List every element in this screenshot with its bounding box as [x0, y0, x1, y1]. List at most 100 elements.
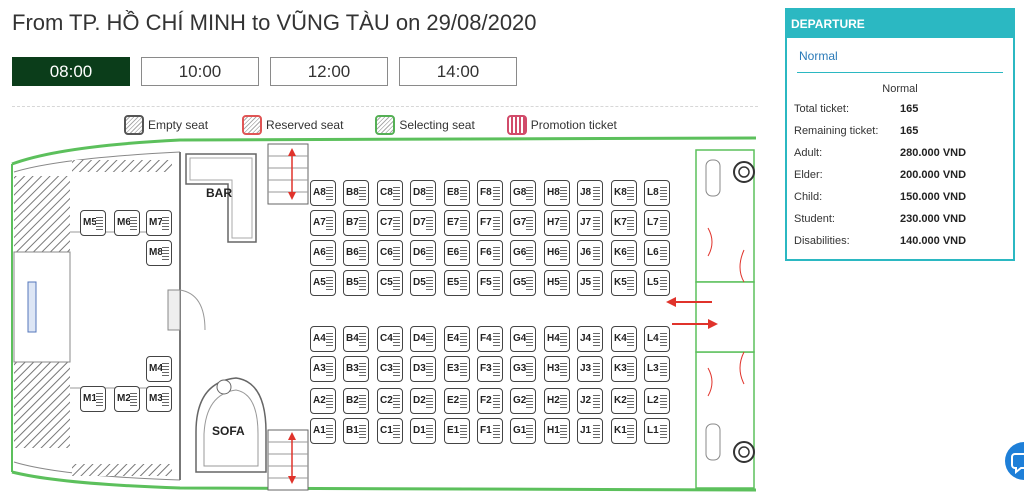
seat-m5[interactable]: M5: [80, 210, 106, 236]
seat-m8[interactable]: M8: [146, 240, 172, 266]
seat-g5[interactable]: G5: [510, 270, 536, 296]
seat-f1[interactable]: F1: [477, 418, 503, 444]
seat-e3[interactable]: E3: [444, 356, 470, 382]
seat-b4[interactable]: B4: [343, 326, 369, 352]
seat-j3[interactable]: J3: [577, 356, 603, 382]
seat-d6[interactable]: D6: [410, 240, 436, 266]
seat-h6[interactable]: H6: [544, 240, 570, 266]
seat-l7[interactable]: L7: [644, 210, 670, 236]
seat-d8[interactable]: D8: [410, 180, 436, 206]
seat-l2[interactable]: L2: [644, 388, 670, 414]
seat-h4[interactable]: H4: [544, 326, 570, 352]
seat-c2[interactable]: C2: [377, 388, 403, 414]
seat-d5[interactable]: D5: [410, 270, 436, 296]
seat-h8[interactable]: H8: [544, 180, 570, 206]
seat-c6[interactable]: C6: [377, 240, 403, 266]
seat-a8[interactable]: A8: [310, 180, 336, 206]
seat-f7[interactable]: F7: [477, 210, 503, 236]
seat-a1[interactable]: A1: [310, 418, 336, 444]
seat-k6[interactable]: K6: [611, 240, 637, 266]
seat-a6[interactable]: A6: [310, 240, 336, 266]
seat-k8[interactable]: K8: [611, 180, 637, 206]
seat-e6[interactable]: E6: [444, 240, 470, 266]
seat-j2[interactable]: J2: [577, 388, 603, 414]
seat-g4[interactable]: G4: [510, 326, 536, 352]
seat-m7[interactable]: M7: [146, 210, 172, 236]
seat-c7[interactable]: C7: [377, 210, 403, 236]
seat-g2[interactable]: G2: [510, 388, 536, 414]
seat-d3[interactable]: D3: [410, 356, 436, 382]
seat-e4[interactable]: E4: [444, 326, 470, 352]
seat-l5[interactable]: L5: [644, 270, 670, 296]
tab-normal[interactable]: Normal: [799, 49, 838, 63]
seat-g1[interactable]: G1: [510, 418, 536, 444]
seat-b5[interactable]: B5: [343, 270, 369, 296]
seat-h1[interactable]: H1: [544, 418, 570, 444]
seat-c8[interactable]: C8: [377, 180, 403, 206]
seat-d7[interactable]: D7: [410, 210, 436, 236]
time-tab-1400[interactable]: 14:00: [399, 57, 517, 86]
seat-j7[interactable]: J7: [577, 210, 603, 236]
seat-m1[interactable]: M1: [80, 386, 106, 412]
seat-k4[interactable]: K4: [611, 326, 637, 352]
seat-a5[interactable]: A5: [310, 270, 336, 296]
seat-c4[interactable]: C4: [377, 326, 403, 352]
seat-f5[interactable]: F5: [477, 270, 503, 296]
seat-l3[interactable]: L3: [644, 356, 670, 382]
seat-l4[interactable]: L4: [644, 326, 670, 352]
seat-g3[interactable]: G3: [510, 356, 536, 382]
time-tab-0800[interactable]: 08:00: [12, 57, 130, 86]
seat-j8[interactable]: J8: [577, 180, 603, 206]
seat-b1[interactable]: B1: [343, 418, 369, 444]
seat-a3[interactable]: A3: [310, 356, 336, 382]
seat-j4[interactable]: J4: [577, 326, 603, 352]
seat-d2[interactable]: D2: [410, 388, 436, 414]
time-tab-1200[interactable]: 12:00: [270, 57, 388, 86]
seat-a2[interactable]: A2: [310, 388, 336, 414]
seat-b8[interactable]: B8: [343, 180, 369, 206]
seat-k3[interactable]: K3: [611, 356, 637, 382]
seat-j6[interactable]: J6: [577, 240, 603, 266]
seat-h2[interactable]: H2: [544, 388, 570, 414]
seat-f4[interactable]: F4: [477, 326, 503, 352]
seat-d4[interactable]: D4: [410, 326, 436, 352]
seat-f2[interactable]: F2: [477, 388, 503, 414]
seat-e2[interactable]: E2: [444, 388, 470, 414]
seat-d1[interactable]: D1: [410, 418, 436, 444]
time-tab-1000[interactable]: 10:00: [141, 57, 259, 86]
seat-a7[interactable]: A7: [310, 210, 336, 236]
seat-e5[interactable]: E5: [444, 270, 470, 296]
seat-b2[interactable]: B2: [343, 388, 369, 414]
seat-g8[interactable]: G8: [510, 180, 536, 206]
seat-f8[interactable]: F8: [477, 180, 503, 206]
seat-m4[interactable]: M4: [146, 356, 172, 382]
seat-l8[interactable]: L8: [644, 180, 670, 206]
seat-k2[interactable]: K2: [611, 388, 637, 414]
seat-h3[interactable]: H3: [544, 356, 570, 382]
seat-l6[interactable]: L6: [644, 240, 670, 266]
seat-e1[interactable]: E1: [444, 418, 470, 444]
seat-c5[interactable]: C5: [377, 270, 403, 296]
seat-h7[interactable]: H7: [544, 210, 570, 236]
seat-h5[interactable]: H5: [544, 270, 570, 296]
seat-b7[interactable]: B7: [343, 210, 369, 236]
seat-g6[interactable]: G6: [510, 240, 536, 266]
seat-e8[interactable]: E8: [444, 180, 470, 206]
seat-j1[interactable]: J1: [577, 418, 603, 444]
seat-a4[interactable]: A4: [310, 326, 336, 352]
seat-b6[interactable]: B6: [343, 240, 369, 266]
seat-k5[interactable]: K5: [611, 270, 637, 296]
seat-m6[interactable]: M6: [114, 210, 140, 236]
seat-g7[interactable]: G7: [510, 210, 536, 236]
seat-l1[interactable]: L1: [644, 418, 670, 444]
seat-b3[interactable]: B3: [343, 356, 369, 382]
chat-button[interactable]: [1005, 442, 1024, 480]
seat-m2[interactable]: M2: [114, 386, 140, 412]
seat-j5[interactable]: J5: [577, 270, 603, 296]
seat-f6[interactable]: F6: [477, 240, 503, 266]
seat-k7[interactable]: K7: [611, 210, 637, 236]
seat-c3[interactable]: C3: [377, 356, 403, 382]
seat-e7[interactable]: E7: [444, 210, 470, 236]
seat-f3[interactable]: F3: [477, 356, 503, 382]
seat-c1[interactable]: C1: [377, 418, 403, 444]
